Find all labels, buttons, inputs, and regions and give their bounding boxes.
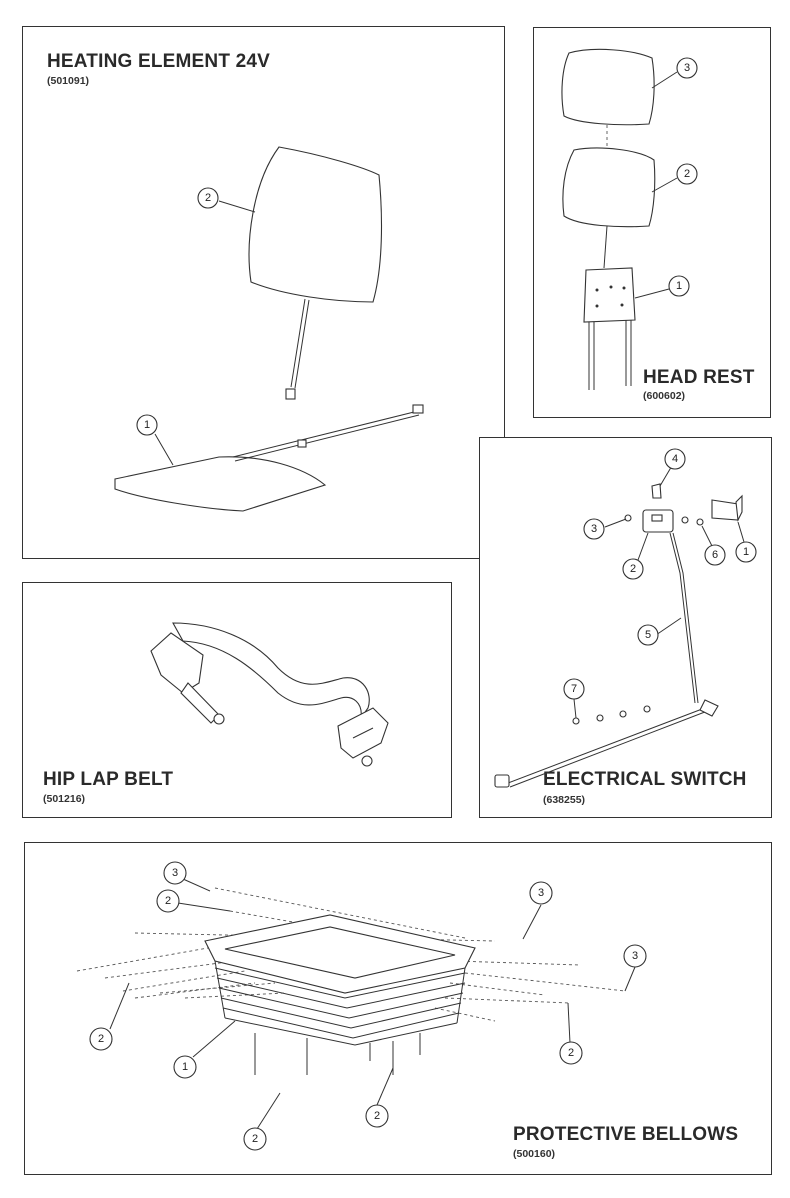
callout-1: 1 [173, 1055, 197, 1079]
callout-2-a: 2 [156, 889, 180, 913]
headrest-cushion [562, 147, 656, 228]
svg-text:1: 1 [182, 1061, 188, 1073]
part-number: (500160) [513, 1148, 556, 1160]
callout-1: 1 [668, 275, 690, 297]
electrical-switch-drawing: 4 3 2 6 1 5 7 [494, 448, 757, 788]
panel-title: HIP LAP BELT [43, 769, 174, 790]
callout-3-c: 3 [623, 944, 647, 968]
callout-3-a: 3 [163, 861, 187, 885]
svg-text:3: 3 [632, 950, 638, 962]
svg-text:1: 1 [676, 280, 682, 292]
seat-heater-pad [114, 456, 327, 512]
protective-bellows-drawing: 3 2 3 3 2 1 2 2 2 [76, 861, 647, 1151]
svg-text:6: 6 [712, 549, 718, 561]
part-number: (600602) [643, 390, 686, 402]
belt-retractor [150, 632, 204, 694]
svg-text:2: 2 [205, 192, 211, 204]
callout-7: 7 [563, 678, 585, 700]
headrest-cover-outer [561, 48, 655, 126]
part-number: (638255) [543, 794, 586, 806]
head-rest-drawing: 3 2 1 [561, 48, 698, 390]
part-number: (501216) [43, 793, 86, 805]
svg-text:3: 3 [684, 62, 690, 74]
svg-text:3: 3 [172, 867, 178, 879]
connector [285, 388, 296, 400]
backrest-heater-pad [248, 146, 383, 303]
panel-title: HEATING ELEMENT 24V [47, 51, 271, 72]
callout-3-b: 3 [529, 881, 553, 905]
panel-head-rest: HEAD REST (600602) 3 2 1 [533, 27, 771, 418]
panel-title: ELECTRICAL SWITCH [543, 769, 747, 790]
callout-2: 2 [197, 187, 219, 209]
svg-text:2: 2 [98, 1033, 104, 1045]
callout-6: 6 [704, 544, 726, 566]
part-number: (501091) [47, 75, 90, 87]
heating-element-drawing: 2 1 [114, 146, 424, 512]
callout-1: 1 [136, 414, 158, 436]
callout-2-d: 2 [365, 1104, 389, 1128]
panel-hip-lap-belt: HIP LAP BELT (501216) [22, 582, 452, 818]
svg-text:5: 5 [645, 629, 651, 641]
panel-heating-element: HEATING ELEMENT 24V (501091) 2 1 [22, 26, 505, 559]
hip-lap-belt-drawing [150, 622, 389, 767]
svg-text:7: 7 [571, 683, 577, 695]
svg-text:1: 1 [743, 546, 749, 558]
callout-2: 2 [676, 163, 698, 185]
switch-bracket [711, 499, 739, 521]
callout-1: 1 [735, 541, 757, 563]
callout-3: 3 [676, 57, 698, 79]
svg-text:2: 2 [252, 1133, 258, 1145]
callout-5: 5 [637, 624, 659, 646]
callout-2-b: 2 [89, 1027, 113, 1051]
callout-4: 4 [664, 448, 686, 470]
callout-2: 2 [622, 558, 644, 580]
svg-text:1: 1 [144, 419, 150, 431]
svg-text:3: 3 [538, 887, 544, 899]
toggle-lever [651, 483, 662, 499]
callout-3: 3 [583, 518, 605, 540]
svg-text:2: 2 [684, 168, 690, 180]
headrest-frame [583, 267, 636, 323]
panel-electrical-switch: ELECTRICAL SWITCH (638255) 4 3 2 6 1 [479, 437, 772, 818]
panel-title: PROTECTIVE BELLOWS [513, 1124, 739, 1145]
svg-text:4: 4 [672, 453, 678, 465]
svg-text:3: 3 [591, 523, 597, 535]
svg-text:2: 2 [630, 563, 636, 575]
svg-text:2: 2 [374, 1110, 380, 1122]
svg-text:2: 2 [568, 1047, 574, 1059]
callout-2-e: 2 [243, 1127, 267, 1151]
panel-protective-bellows: PROTECTIVE BELLOWS (500160) 3 [24, 842, 772, 1175]
svg-text:2: 2 [165, 895, 171, 907]
panel-title: HEAD REST [643, 367, 755, 388]
callout-2-c: 2 [559, 1041, 583, 1065]
